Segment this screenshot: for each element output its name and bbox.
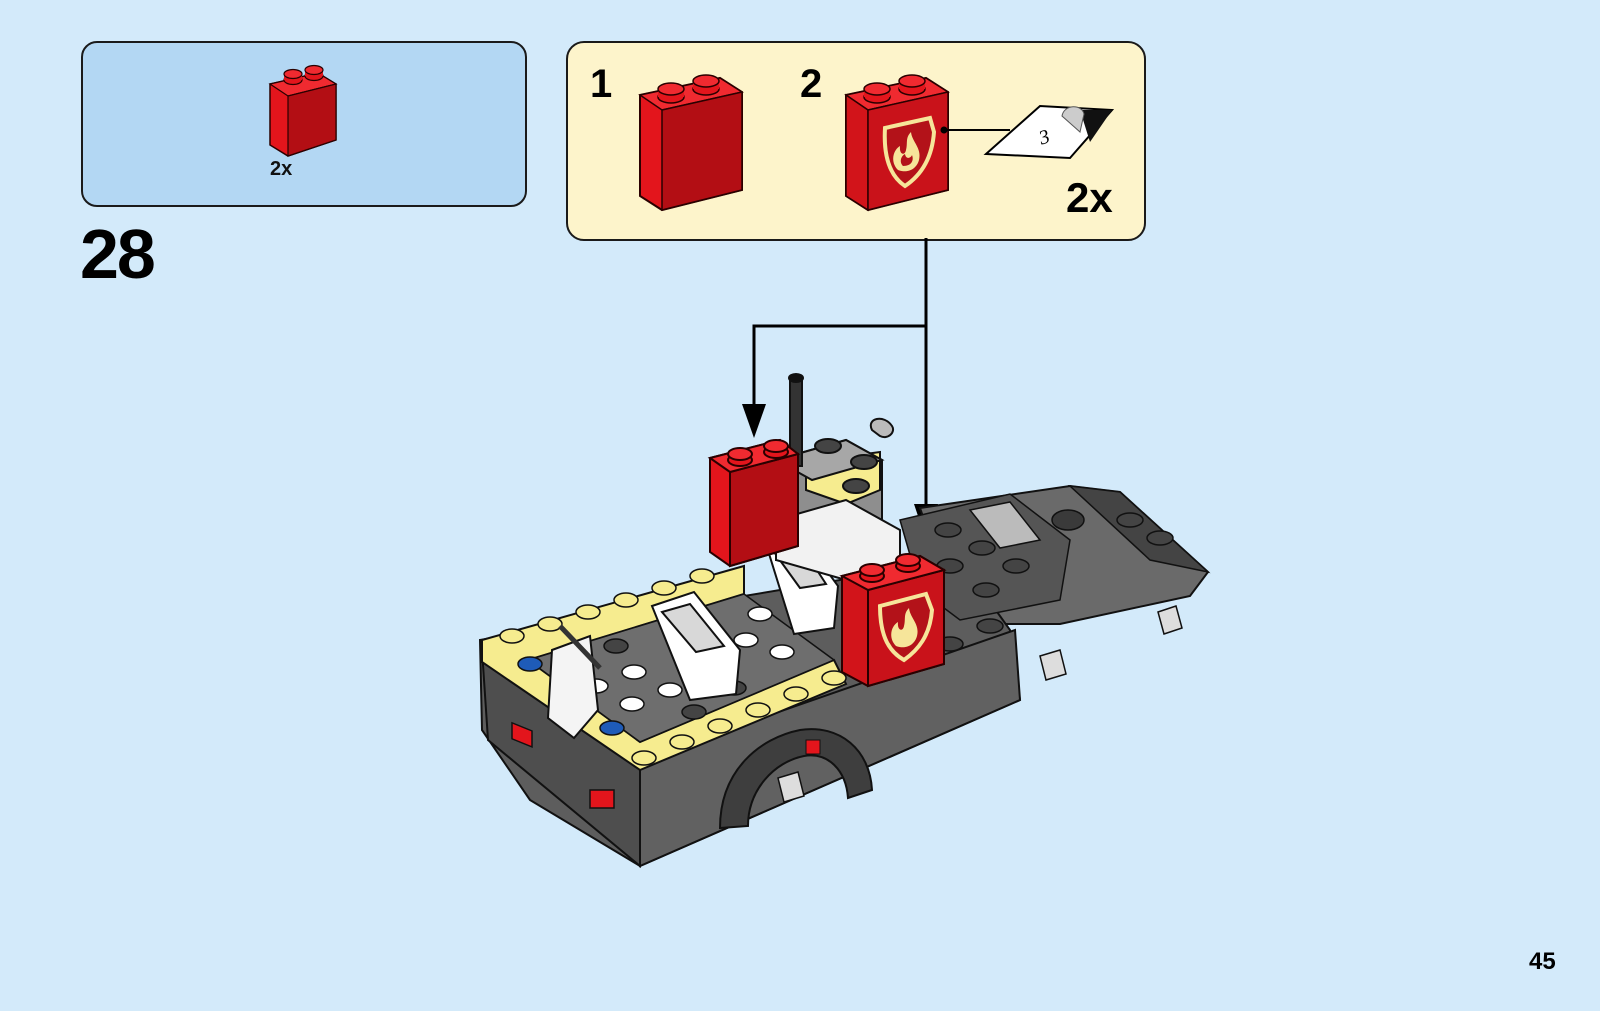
page-number: 45 [1529,948,1556,976]
placed-plain-red-brick [710,440,798,566]
placed-red-brick-with-fire-sticker [842,554,944,686]
arrow-head-left-icon [742,404,766,438]
